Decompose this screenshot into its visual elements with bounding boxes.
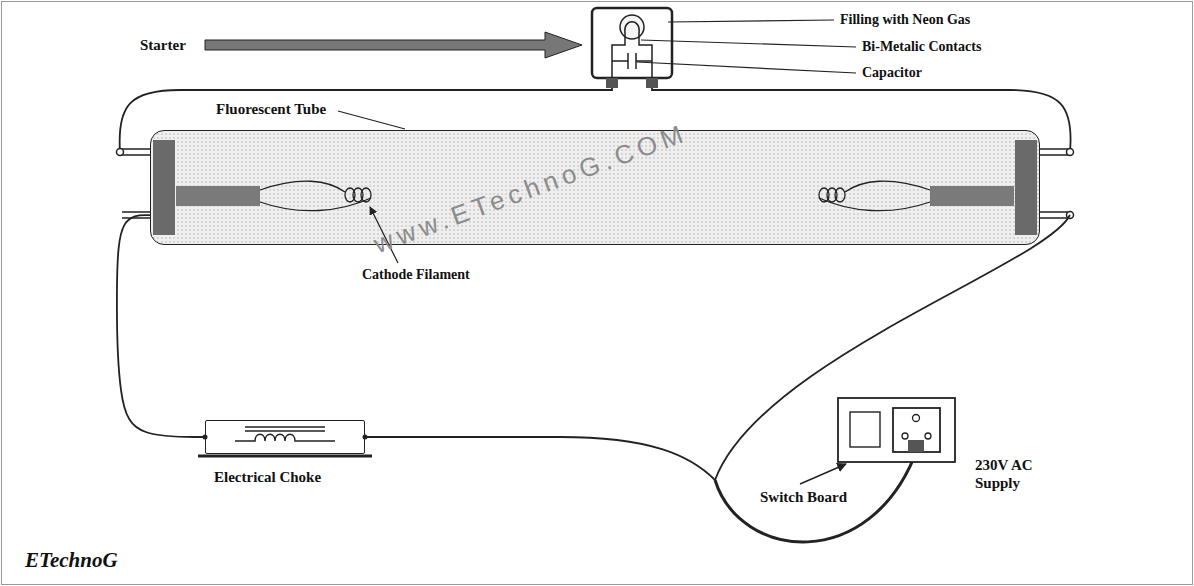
socket-hole [925, 433, 931, 439]
socket-hole [902, 433, 908, 439]
end-cap [153, 140, 175, 235]
logo-text: ETechnoG [25, 548, 118, 573]
starter-symbol [592, 8, 672, 88]
pointer-arrow [205, 32, 582, 58]
capacitor-symbol [612, 53, 652, 69]
part-label: Starter [140, 36, 186, 54]
pin-end [117, 149, 124, 156]
filament-lead [260, 181, 371, 211]
part-label: Fluorescent Tube [216, 100, 326, 118]
choke-coil [235, 434, 335, 441]
neon-bulb [620, 15, 644, 39]
pin-end [1067, 149, 1074, 156]
choke-symbol [198, 427, 372, 456]
mains-cord [715, 450, 917, 542]
leader-arrow [800, 464, 846, 484]
part-label: Switch Board [760, 488, 847, 506]
leader-line [668, 20, 834, 22]
filament-lead [819, 181, 930, 211]
electrical-choke: Electrical Choke [205, 420, 365, 454]
pin [122, 149, 150, 155]
plug [908, 440, 924, 452]
starter-pin [606, 78, 618, 88]
filament-coil [835, 188, 845, 202]
wire [715, 215, 1070, 480]
socket [893, 408, 940, 452]
callout-label: Capacitor [862, 65, 922, 82]
leader-line [641, 40, 856, 47]
part-label: Electrical Choke [214, 468, 321, 486]
wire [365, 437, 715, 480]
wire [117, 215, 205, 437]
callout-label: Bi-Metalic Contacts [862, 39, 981, 56]
end-cap [1015, 140, 1037, 235]
switch [850, 412, 880, 447]
starter-pin [646, 78, 658, 88]
pin [1040, 212, 1068, 218]
choke-core [245, 427, 325, 431]
cathode-filament [819, 181, 1014, 211]
cathode-filament [176, 181, 371, 211]
filament-holder [176, 186, 260, 206]
board-plate [838, 398, 955, 462]
leader-line [338, 111, 405, 129]
filament-coil [361, 188, 371, 202]
part-label: Cathode Filament [362, 267, 470, 284]
pin [1040, 149, 1068, 155]
tube-glass [150, 130, 1040, 245]
starter-can [592, 8, 672, 78]
callout-label: Filling with Neon Gas [840, 12, 970, 29]
socket-hole [913, 415, 920, 422]
supply-label: 230V AC Supply [975, 456, 1055, 492]
leader-line [637, 62, 856, 73]
watermark: www.ETechnoG.COM [370, 118, 692, 261]
switch-board [838, 398, 955, 462]
fluorescent-tube: Fluorescent Tube [150, 130, 1040, 245]
filament-holder [930, 186, 1014, 206]
bimetal-strip [625, 22, 639, 33]
choke-base [198, 455, 372, 458]
